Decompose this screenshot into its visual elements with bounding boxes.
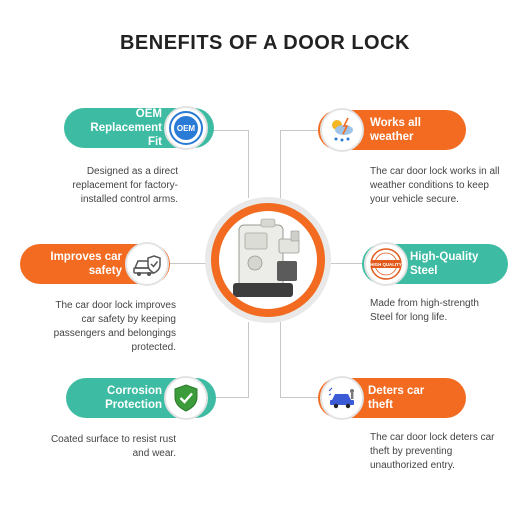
- description-line: Coated surface to resist rust: [50, 434, 176, 445]
- benefit-label: OEM Replacement Fit: [74, 107, 162, 149]
- oem-badge-icon: OEM: [164, 106, 208, 150]
- stamp-text: HIGH QUALITY: [370, 262, 402, 267]
- description-line: The car door lock works in all: [370, 166, 500, 177]
- door-lock-image-frame: [205, 197, 331, 323]
- shield-check-icon: [164, 376, 208, 420]
- benefit-label-line: Replacement Fit: [90, 122, 162, 148]
- benefit-description: Made from high-strength Steel for long l…: [370, 297, 518, 325]
- weather-icon: [320, 108, 364, 152]
- benefit-label-line: Works all: [370, 117, 421, 129]
- connector-line: [207, 130, 249, 131]
- benefit-label-line: theft: [368, 399, 393, 411]
- benefit-description: Designed as a direct replacement for fac…: [40, 165, 178, 207]
- connector-line: [170, 263, 206, 264]
- description-line: installed control arms.: [80, 194, 178, 205]
- benefit-label-line: Deters car: [368, 385, 425, 397]
- connector-line: [248, 130, 249, 198]
- benefit-label-line: High-Quality: [410, 251, 479, 263]
- connector-line: [280, 130, 322, 131]
- description-line: Made from high-strength: [370, 298, 479, 309]
- description-line: theft by preventing: [370, 446, 453, 457]
- benefit-label-line: OEM: [135, 108, 162, 120]
- benefit-description: The car door lock deters car theft by pr…: [370, 431, 518, 473]
- benefit-label-line: weather: [370, 131, 414, 143]
- description-line: Designed as a direct: [86, 166, 178, 177]
- benefit-label-line: Steel: [410, 265, 438, 277]
- description-line: car safety by keeping: [81, 314, 177, 325]
- benefit-label: Deters car theft: [368, 384, 424, 412]
- description-line: your vehicle secure.: [370, 194, 459, 205]
- benefit-label: Improves car safety: [42, 250, 122, 278]
- description-line: replacement for factory-: [72, 180, 178, 191]
- connector-line: [280, 322, 281, 398]
- connector-line: [248, 322, 249, 398]
- benefit-label: High-Quality Steel: [410, 250, 478, 278]
- connector-line: [207, 397, 249, 398]
- benefit-description: The car door lock works in all weather c…: [370, 165, 518, 207]
- description-line: Steel for long life.: [370, 312, 448, 323]
- connector-line: [280, 130, 281, 198]
- connector-line: [331, 263, 364, 264]
- description-line: unauthorized entry.: [370, 460, 455, 471]
- description-line: The car door lock improves: [55, 300, 176, 311]
- high-quality-stamp-icon: HIGH QUALITY: [364, 242, 408, 286]
- door-lock-image: [219, 211, 317, 309]
- benefit-label-line: Protection: [105, 399, 162, 411]
- page-title: BENEFITS OF A DOOR LOCK: [119, 32, 410, 54]
- description-line: weather conditions to keep: [370, 180, 489, 191]
- benefit-label-line: safety: [88, 265, 122, 277]
- connector-line: [280, 397, 322, 398]
- description-line: The car door lock deters car: [370, 432, 495, 443]
- benefit-label-line: Corrosion: [107, 385, 162, 397]
- oem-badge-text: OEM: [177, 124, 196, 133]
- description-line: and wear.: [132, 448, 176, 459]
- benefit-description: The car door lock improves car safety by…: [30, 299, 176, 355]
- car-shield-icon: [125, 242, 169, 286]
- description-line: protected.: [131, 342, 176, 353]
- car-theft-icon: [320, 376, 364, 420]
- benefit-label-line: Improves car: [50, 251, 122, 263]
- description-line: passengers and belongings: [53, 328, 176, 339]
- benefit-label: Corrosion Protection: [92, 384, 162, 412]
- benefit-label: Works all weather: [370, 116, 421, 144]
- benefit-description: Coated surface to resist rust and wear.: [30, 433, 176, 461]
